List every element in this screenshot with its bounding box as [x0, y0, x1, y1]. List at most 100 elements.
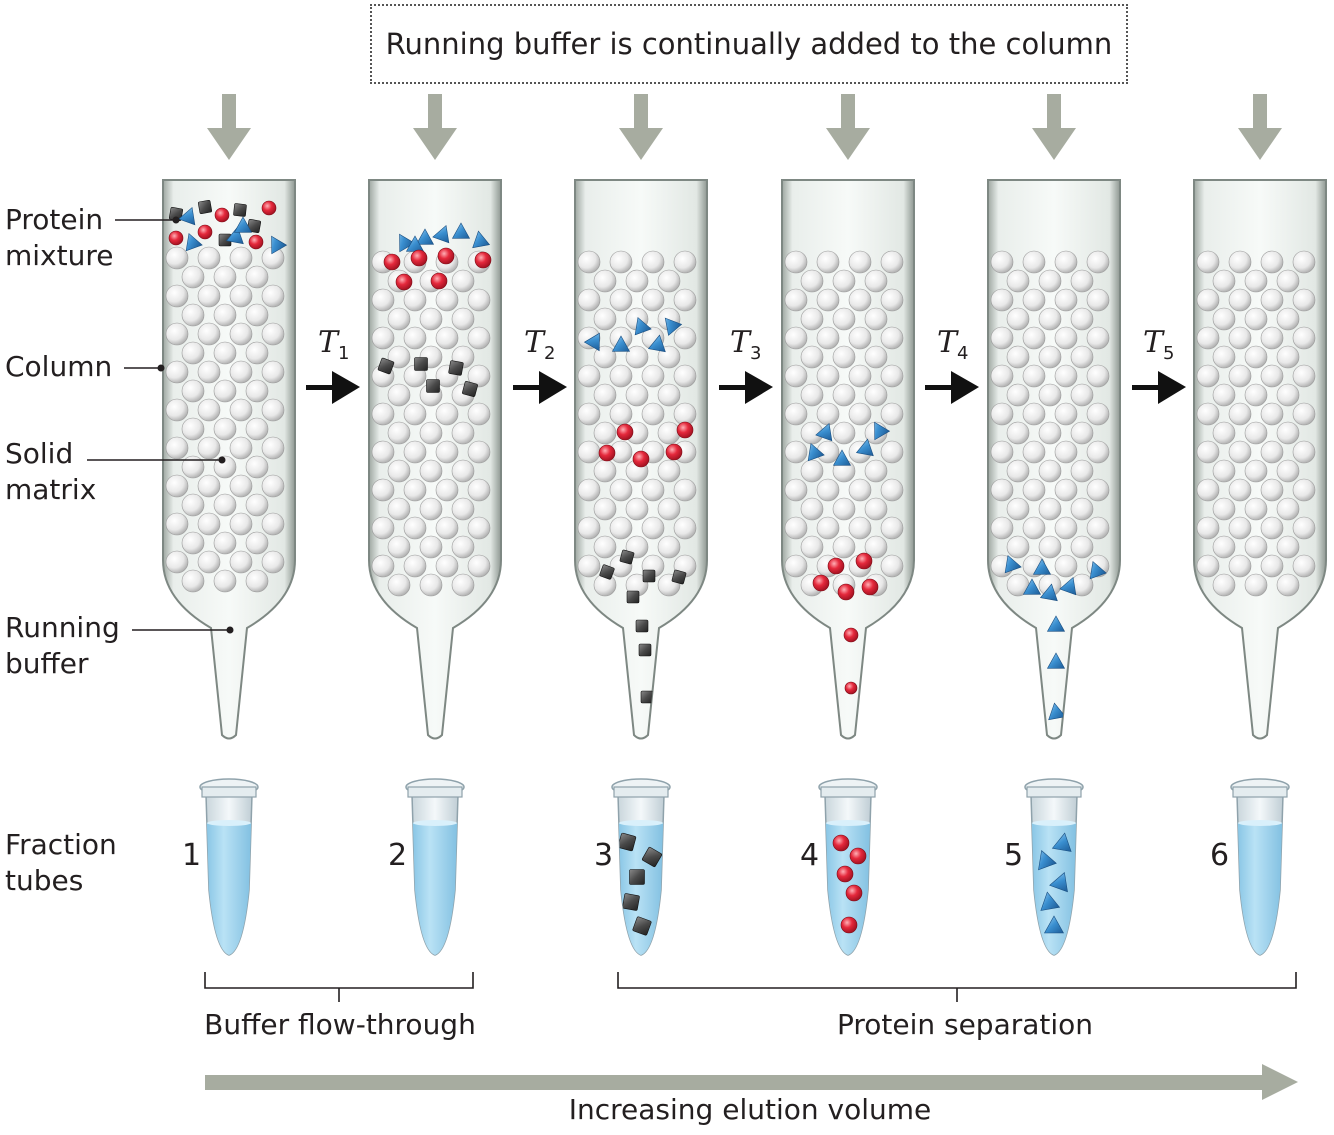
matrix-bead [229, 360, 253, 384]
time-arrow-shaft [925, 385, 953, 390]
matrix-bead [229, 550, 253, 574]
matrix-bead [435, 478, 459, 502]
matrix-bead [832, 269, 856, 293]
blue-protein [451, 222, 471, 239]
matrix-bead [1244, 535, 1268, 559]
matrix-bead [880, 440, 904, 464]
time-step-arrow-3 [719, 371, 773, 404]
matrix-bead [641, 288, 665, 312]
blue-protein [855, 438, 874, 457]
matrix-bead [213, 569, 237, 593]
matrix-bead [451, 421, 475, 445]
matrix-bead [880, 478, 904, 502]
matrix-bead [261, 360, 285, 384]
matrix-bead [1022, 516, 1046, 540]
matrix-bead [197, 360, 221, 384]
matrix-bead [800, 459, 824, 483]
red-protein [665, 443, 683, 461]
matrix-bead [848, 326, 872, 350]
matrix-bead [387, 497, 411, 521]
blue-protein [178, 206, 196, 226]
matrix-bead [1070, 535, 1094, 559]
matrix-bead [1086, 288, 1110, 312]
matrix-bead [1212, 497, 1236, 521]
matrix-bead [641, 516, 665, 540]
matrix-bead [213, 417, 237, 441]
red-protein [261, 200, 277, 216]
matrix-bead [832, 421, 856, 445]
matrix-bead [609, 288, 633, 312]
matrix-bead [1196, 250, 1220, 274]
red-protein [214, 207, 230, 223]
matrix-bead [1212, 535, 1236, 559]
matrix-bead [1260, 554, 1284, 578]
matrix-bead [1228, 288, 1252, 312]
matrix-bead [1244, 573, 1268, 597]
matrix-bead [1228, 478, 1252, 502]
blue-protein [1051, 832, 1072, 852]
matrix-bead [197, 284, 221, 308]
matrix-bead [641, 402, 665, 426]
buffer-inflow-arrow-head [619, 128, 663, 160]
blue-protein [634, 316, 652, 336]
blue-protein [1049, 872, 1068, 893]
time-arrow-shaft [1132, 385, 1160, 390]
matrix-bead [181, 531, 205, 555]
blue-protein [611, 335, 631, 352]
matrix-bead [1070, 307, 1094, 331]
blue-protein [874, 421, 891, 441]
matrix-bead [213, 379, 237, 403]
matrix-bead [419, 535, 443, 559]
matrix-bead [213, 531, 237, 555]
buffer-inflow-arrow-head [826, 128, 870, 160]
time-label-5: T5 [1143, 325, 1175, 364]
matrix-bead [1070, 459, 1094, 483]
tube-liquid [1031, 823, 1077, 955]
blue-protein [432, 224, 450, 244]
matrix-bead [864, 345, 888, 369]
matrix-bead [1244, 269, 1268, 293]
matrix-bead [784, 364, 808, 388]
matrix-bead [880, 364, 904, 388]
blue-protein [271, 235, 288, 255]
liquid-surface [826, 820, 870, 826]
column-2 [368, 94, 502, 740]
matrix-bead [197, 550, 221, 574]
matrix-bead [165, 550, 189, 574]
tube-contents [825, 820, 871, 955]
matrix-bead [451, 573, 475, 597]
matrix-bead [1022, 288, 1046, 312]
matrix-bead [1212, 345, 1236, 369]
tube-collar [1026, 786, 1082, 798]
matrix-bead [864, 535, 888, 559]
matrix-bead [261, 474, 285, 498]
matrix-bead [403, 288, 427, 312]
time-arrow-shaft [719, 385, 747, 390]
matrix-bead [371, 478, 395, 502]
matrix-bead [213, 493, 237, 517]
matrix-bead [800, 497, 824, 521]
matrix-bead [848, 288, 872, 312]
gray-protein [599, 564, 615, 580]
matrix-bead [387, 459, 411, 483]
matrix-bead [371, 326, 395, 350]
time-arrow-head [951, 371, 979, 404]
gray-protein [233, 203, 247, 217]
matrix-bead [1228, 440, 1252, 464]
blue-protein [807, 442, 825, 462]
buffer-inflow-arrow-head [207, 128, 251, 160]
matrix-bead [435, 554, 459, 578]
matrix-bead [1292, 288, 1316, 312]
tube-liquid [1237, 823, 1283, 955]
matrix-bead [213, 265, 237, 289]
matrix-bead [1070, 383, 1094, 407]
column-contents [1196, 250, 1316, 597]
matrix-bead [1276, 573, 1300, 597]
matrix-bead [1070, 269, 1094, 293]
blue-protein [1004, 554, 1022, 574]
blue-protein [399, 233, 416, 253]
matrix-bead [880, 288, 904, 312]
matrix-bead [800, 269, 824, 293]
gray-protein [414, 357, 428, 371]
matrix-bead [848, 478, 872, 502]
